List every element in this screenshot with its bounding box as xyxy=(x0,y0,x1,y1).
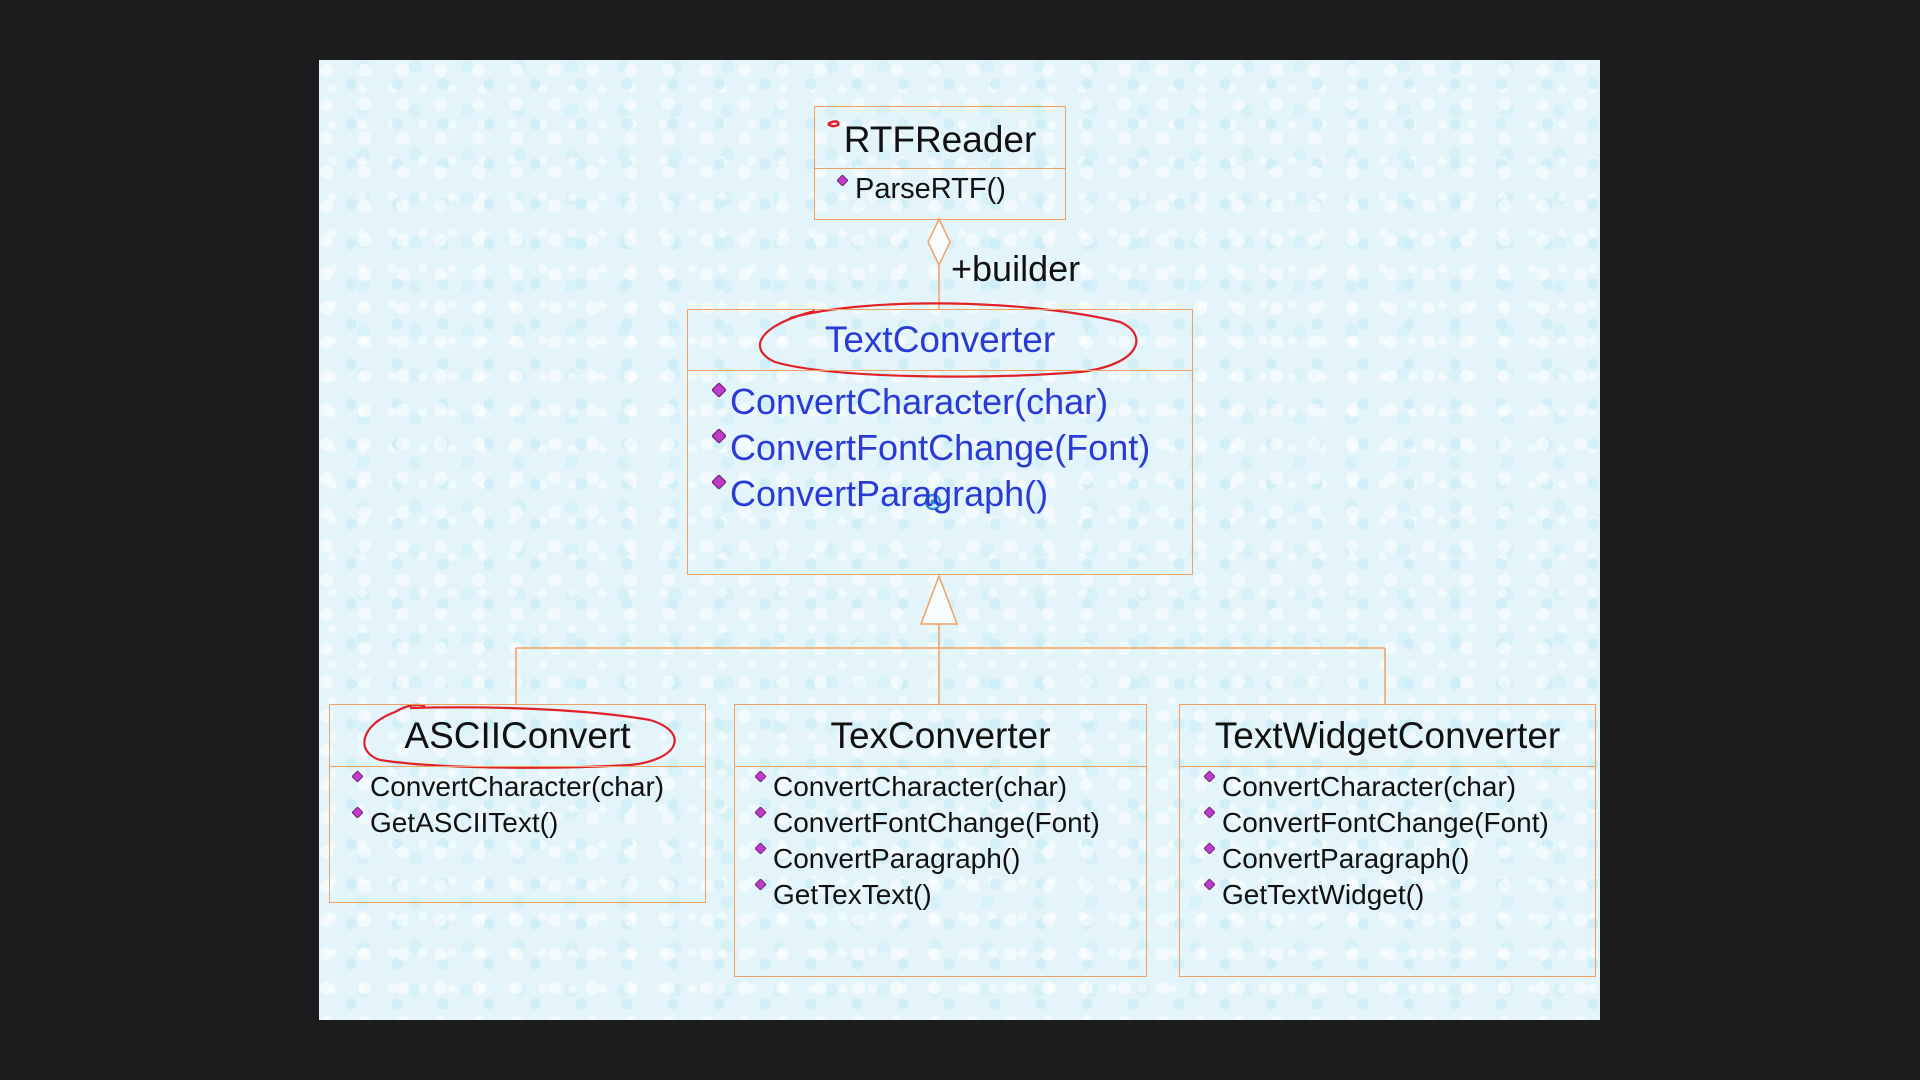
class-asciiconvert[interactable]: ASCIIConvert ConvertCharacter(char) GetA… xyxy=(329,704,706,903)
operation-item: ConvertCharacter(char) xyxy=(712,379,1192,425)
operation-item: GetTextWidget() xyxy=(1204,877,1595,913)
operation-icon xyxy=(712,475,726,489)
operation-icon xyxy=(755,879,766,890)
operation-icon xyxy=(352,771,363,782)
operation-item: GetTexText() xyxy=(755,877,1146,913)
class-name-text: TextWidgetConverter xyxy=(1214,714,1561,756)
operation-icon xyxy=(1204,771,1215,782)
association-role-label: +builder xyxy=(951,248,1081,289)
operation-item: ConvertCharacter(char) xyxy=(755,769,1146,805)
class-name-text: RTFReader xyxy=(843,118,1037,160)
class-name: RTFReader xyxy=(815,107,1065,169)
operation-item: GetASCIIText() xyxy=(352,805,705,841)
operation-item: ConvertParagraph() xyxy=(755,841,1146,877)
operation-icon xyxy=(837,175,848,186)
operation-item: ConvertParagraph() xyxy=(712,471,1192,517)
operation-item: ConvertParagraph() xyxy=(1204,841,1595,877)
slide xyxy=(319,60,1600,1020)
operation-item: ConvertFontChange(Font) xyxy=(712,425,1192,471)
operation-icon xyxy=(1204,879,1215,890)
operation-icon xyxy=(712,383,726,397)
operation-icon xyxy=(712,429,726,443)
class-name: TextConverter xyxy=(688,310,1192,371)
operation-icon xyxy=(352,807,363,818)
operation-icon xyxy=(755,807,766,818)
operation-icon xyxy=(755,771,766,782)
operation-icon xyxy=(1204,807,1215,818)
operation-item: ConvertFontChange(Font) xyxy=(755,805,1146,841)
operation-item: ConvertCharacter(char) xyxy=(352,769,705,805)
class-name-text: ASCIIConvert xyxy=(404,714,631,756)
class-textwidgetconverter[interactable]: TextWidgetConverter ConvertCharacter(cha… xyxy=(1179,704,1596,977)
operation-item: ConvertFontChange(Font) xyxy=(1204,805,1595,841)
operation-item: ParseRTF() xyxy=(837,173,1065,206)
class-texconverter[interactable]: TexConverter ConvertCharacter(char) Conv… xyxy=(734,704,1147,977)
operation-item: ConvertCharacter(char) xyxy=(1204,769,1595,805)
class-name-text: TexConverter xyxy=(830,714,1051,756)
class-name-text: TextConverter xyxy=(824,319,1056,360)
class-name: TextWidgetConverter xyxy=(1180,705,1595,767)
operation-icon xyxy=(1204,843,1215,854)
operation-icon xyxy=(755,843,766,854)
class-textconverter[interactable]: TextConverter ConvertCharacter(char) Con… xyxy=(687,309,1193,575)
class-rtfreader[interactable]: RTFReader ParseRTF() xyxy=(814,106,1066,220)
class-name: TexConverter xyxy=(735,705,1146,767)
class-name: ASCIIConvert xyxy=(330,705,705,767)
